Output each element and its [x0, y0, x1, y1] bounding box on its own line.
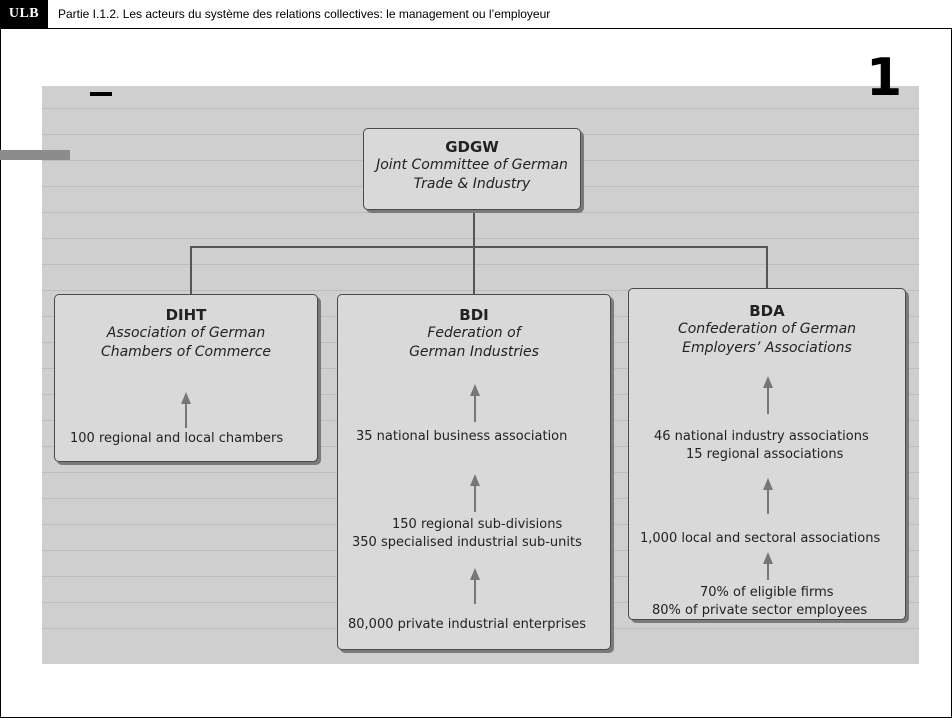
bda-abbr: BDA: [749, 302, 785, 320]
gdgw-box: GDGW Joint Committee of German Trade & I…: [363, 128, 581, 210]
gdgw-abbr: GDGW: [445, 138, 499, 156]
bdi-name-line1: Federation of: [427, 325, 521, 341]
bda-arrow-1: [763, 376, 773, 414]
gdgw-name-line1: Joint Committee of German: [376, 157, 568, 173]
diht-text: 100 regional and local chambers: [70, 431, 284, 446]
bdi-text-3: 80,000 private industrial enterprises: [348, 617, 587, 632]
bda-arrow-3: [763, 552, 773, 580]
bda-text-2: 1,000 local and sectoral associations: [640, 531, 881, 546]
bdi-text-2a: 150 regional sub-divisions: [392, 517, 563, 532]
bda-name-line2: Employers’ Associations: [682, 340, 852, 356]
connector-top-vertical: [473, 209, 475, 247]
connector-diht: [190, 246, 192, 294]
slide-header: ULB Partie I.1.2. Les acteurs du système…: [0, 0, 952, 29]
diht-abbr: DIHT: [165, 306, 207, 324]
ulb-logo: ULB: [0, 0, 48, 28]
bdi-text-1: 35 national business association: [356, 429, 568, 444]
bda-text-1a: 46 national industry associations: [654, 429, 869, 444]
page-number: 1: [866, 48, 903, 108]
bdi-arrow-2: [470, 474, 480, 512]
side-accent-bar: [0, 150, 70, 160]
diht-name-line1: Association of German: [106, 325, 266, 341]
diht-box: DIHT Association of German Chambers of C…: [54, 294, 318, 462]
connector-horizontal: [190, 246, 768, 248]
bda-arrow-2: [763, 478, 773, 514]
bdi-arrow-3: [470, 568, 480, 604]
bdi-abbr: BDI: [459, 306, 489, 324]
gdgw-name-line2: Trade & Industry: [413, 176, 531, 192]
diht-name-line2: Chambers of Commerce: [100, 344, 272, 360]
connector-bdi: [473, 246, 475, 294]
bda-text-1b: 15 regional associations: [686, 447, 844, 462]
header-title: Partie I.1.2. Les acteurs du système des…: [58, 7, 551, 21]
bda-name-line1: Confederation of German: [677, 321, 857, 337]
bda-text-3a: 70% of eligible firms: [700, 585, 834, 600]
bdi-name-line2: German Industries: [409, 344, 539, 360]
bdi-text-2b: 350 specialised industrial sub-units: [352, 535, 582, 550]
bdi-arrow-1: [470, 384, 480, 422]
diht-arrow: [181, 392, 191, 428]
connector-bda: [766, 246, 768, 288]
bda-text-3b: 80% of private sector employees: [652, 603, 868, 618]
title-dash: [90, 92, 112, 96]
